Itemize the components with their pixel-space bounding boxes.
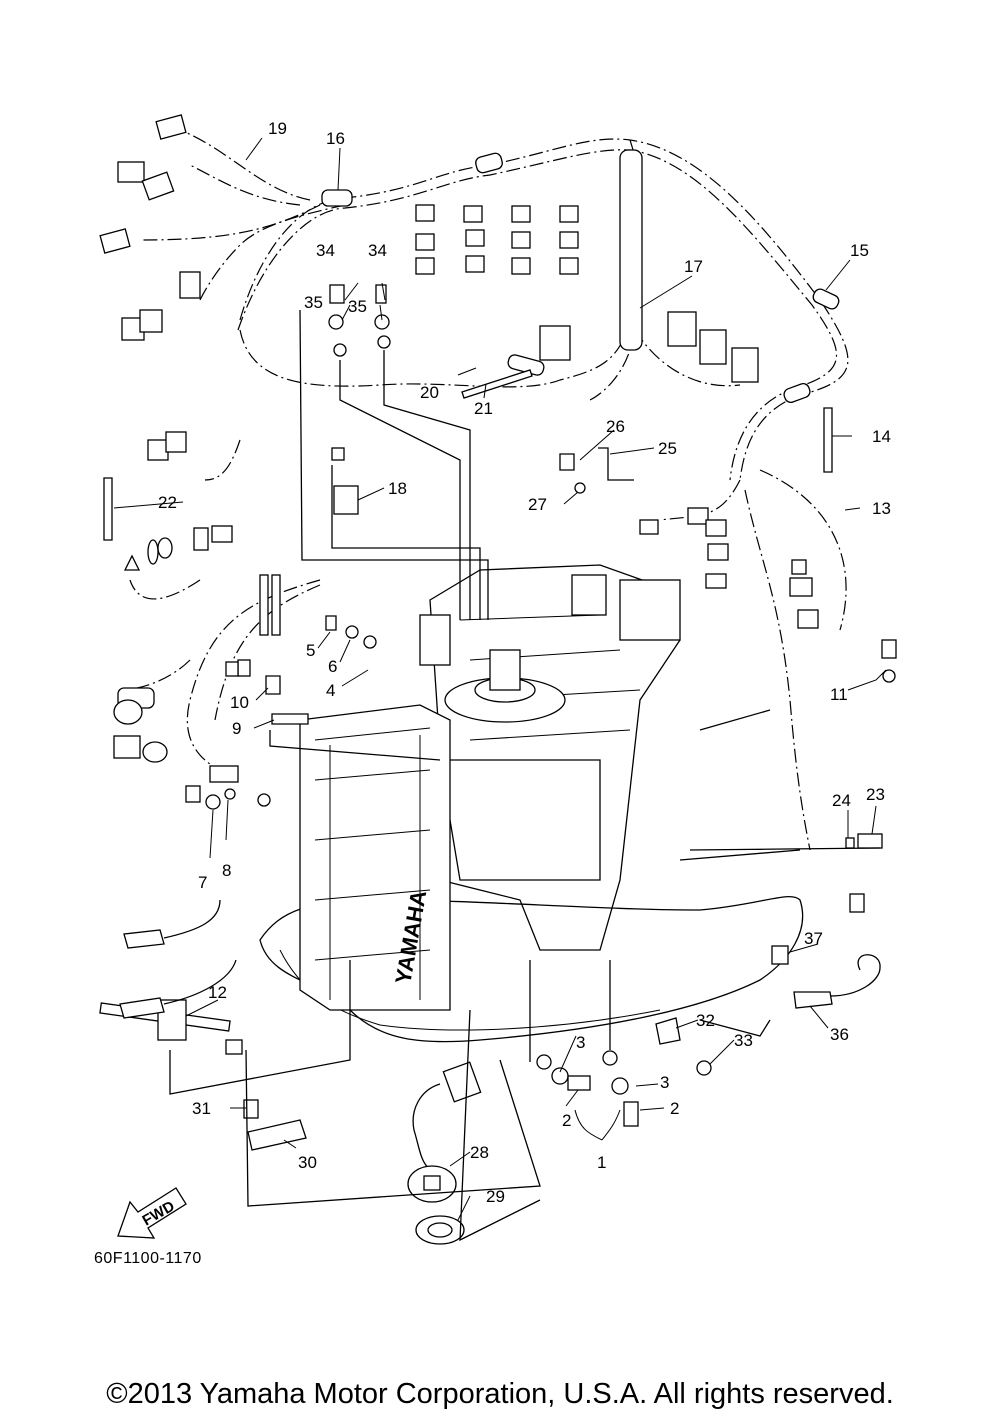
callout-25: 25 <box>658 439 677 458</box>
callout-1: 1 <box>597 1153 606 1172</box>
callout-34a: 34 <box>316 241 335 260</box>
callout-20: 20 <box>420 383 439 402</box>
callout-21: 21 <box>474 399 493 418</box>
callout-19: 19 <box>268 119 287 138</box>
callout-4: 4 <box>326 681 335 700</box>
callout-35a: 35 <box>304 293 323 312</box>
callout-3a: 3 <box>576 1033 585 1052</box>
callout-8: 8 <box>222 861 231 880</box>
callout-35b: 35 <box>348 297 367 316</box>
callout-24: 24 <box>832 791 851 810</box>
callout-29: 29 <box>486 1187 505 1206</box>
wiring-harness <box>99 114 849 851</box>
callout-11: 11 <box>830 685 848 704</box>
callout-22: 22 <box>158 493 177 512</box>
callout-13: 13 <box>872 499 891 518</box>
callout-2a: 2 <box>562 1111 571 1130</box>
callout-15: 15 <box>850 241 869 260</box>
intake-silencer: YAMAHA <box>299 704 451 1011</box>
callout-14: 14 <box>872 427 891 446</box>
engine-block <box>419 564 681 951</box>
callout-27: 27 <box>528 495 547 514</box>
callout-33: 33 <box>734 1031 753 1050</box>
leader-lines <box>113 137 887 1242</box>
forward-arrow: FWD <box>117 1187 187 1239</box>
callout-36: 36 <box>830 1025 849 1044</box>
hardware <box>99 284 897 1245</box>
callout-30: 30 <box>298 1153 317 1172</box>
callout-labels: 1 2 2 3 3 4 5 6 7 8 9 10 11 12 13 14 15 … <box>158 119 891 1206</box>
callout-5: 5 <box>306 641 315 660</box>
copyright-notice: ©2013 Yamaha Motor Corporation, U.S.A. A… <box>106 1378 894 1410</box>
part-code: 60F1100-1170 <box>94 1250 202 1267</box>
callout-3b: 3 <box>660 1073 669 1092</box>
callout-31: 31 <box>192 1099 211 1118</box>
callout-10: 10 <box>230 693 249 712</box>
callout-17: 17 <box>684 257 703 276</box>
callout-12: 12 <box>208 983 227 1002</box>
callout-26: 26 <box>606 417 625 436</box>
callout-7: 7 <box>198 873 207 892</box>
left-harness <box>113 525 321 803</box>
callout-2b: 2 <box>670 1099 679 1118</box>
callout-16: 16 <box>326 129 345 148</box>
callout-34b: 34 <box>368 241 387 260</box>
callout-28: 28 <box>470 1143 489 1162</box>
callout-37: 37 <box>804 929 823 948</box>
callout-9: 9 <box>232 719 241 738</box>
callout-23: 23 <box>866 785 885 804</box>
callout-32: 32 <box>696 1011 715 1030</box>
callout-6: 6 <box>328 657 337 676</box>
callout-18: 18 <box>388 479 407 498</box>
